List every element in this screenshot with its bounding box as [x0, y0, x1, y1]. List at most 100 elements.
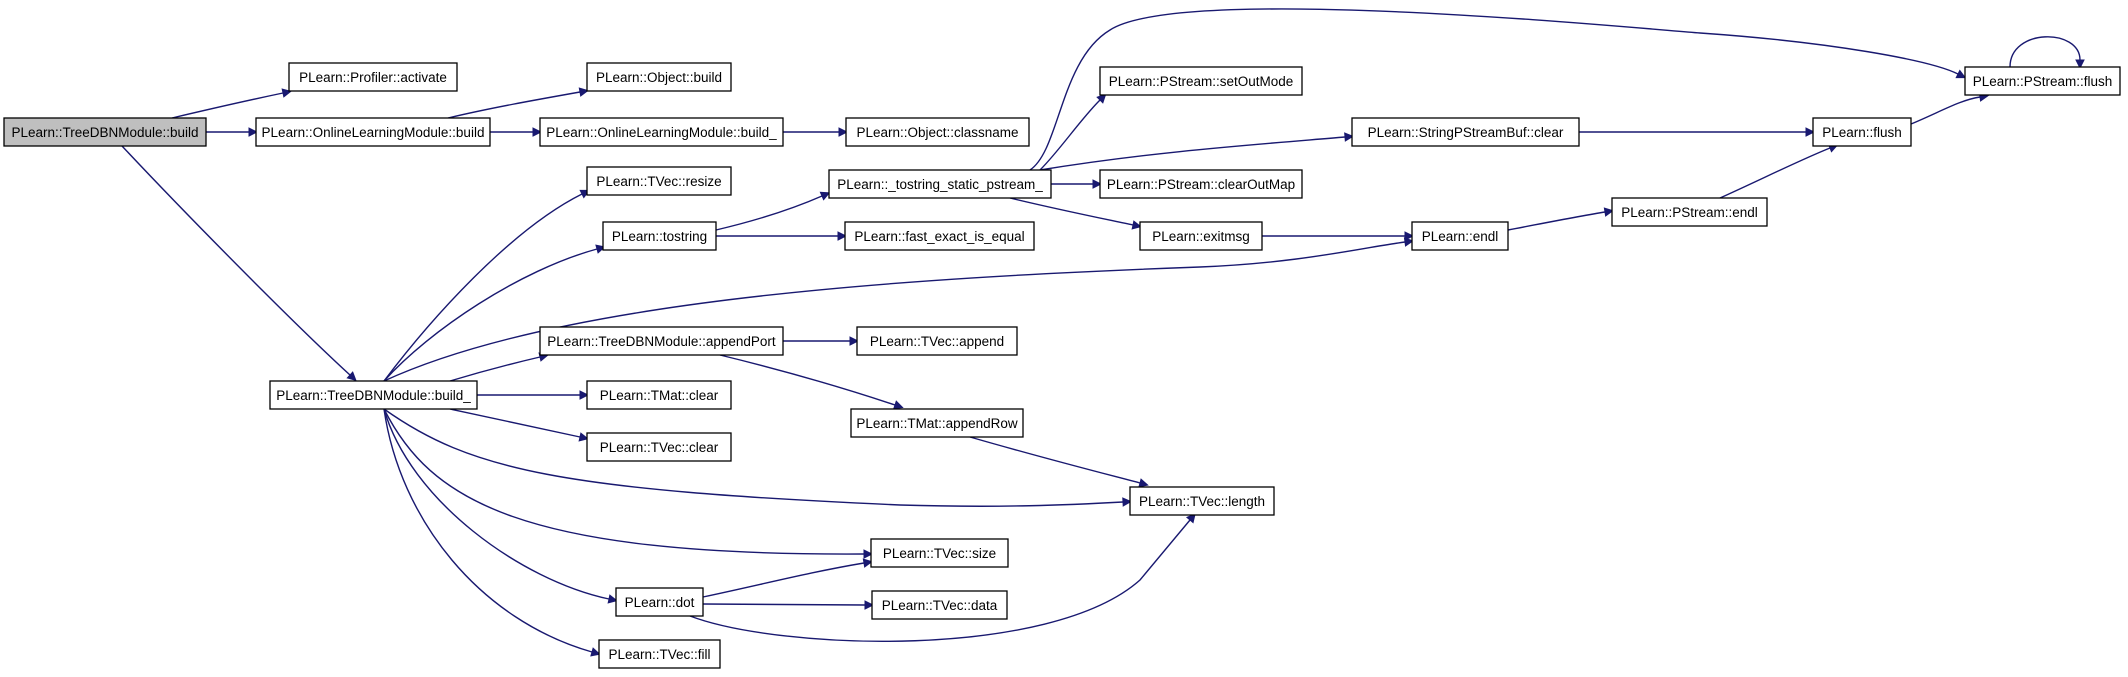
edge-root-to-olm_build [206, 127, 259, 137]
arrowhead-icon [607, 594, 618, 604]
edge-build_-to-length [383, 408, 1133, 507]
edge-dot-to-data [702, 600, 875, 610]
node-activate[interactable]: PLearn::Profiler::activate [288, 62, 458, 92]
node-box [844, 221, 1035, 251]
arrowhead-icon [2075, 59, 2085, 70]
node-tvec-clear[interactable]: PLearn::TVec::clear [586, 432, 732, 462]
arrowhead-icon [862, 558, 873, 568]
edge-endl-to-ps_endl [1507, 207, 1615, 231]
arrowhead-icon [1096, 93, 1107, 104]
node-label: PLearn::PStream::clearOutMap [1107, 177, 1295, 192]
edge-spsb_clear-to-flush [1579, 127, 1816, 137]
node-label: PLearn::flush [1822, 125, 1902, 140]
node-endl[interactable]: PLearn::endl [1411, 221, 1509, 251]
node-clearoutmap[interactable]: PLearn::PStream::clearOutMap [1099, 169, 1303, 199]
edge-line [383, 408, 593, 653]
node-box [586, 166, 732, 196]
node-label: PLearn::_tostring_static_pstream_ [837, 177, 1043, 192]
node-box [1099, 169, 1303, 199]
node-box [850, 408, 1024, 438]
edge-ps_flush-to-ps_flush [2009, 36, 2085, 70]
node-box [870, 538, 1009, 568]
edge-line [1029, 8, 1959, 171]
arrowhead-icon [1138, 478, 1149, 488]
edges-layer [121, 8, 2085, 657]
edge-tostring_static-to-exitmsg [1009, 197, 1142, 230]
node-size[interactable]: PLearn::TVec::size [870, 538, 1009, 568]
node-box [586, 62, 732, 92]
edge-line [1009, 197, 1134, 226]
node-appendrow[interactable]: PLearn::TMat::appendRow [850, 408, 1024, 438]
edge-olm_build-to-obj_build [447, 87, 589, 119]
edge-line [383, 241, 1406, 382]
node-label: PLearn::Object::classname [856, 125, 1018, 140]
arrowhead-icon [578, 87, 589, 97]
node-exitmsg[interactable]: PLearn::exitmsg [1139, 221, 1263, 251]
node-resize[interactable]: PLearn::TVec::resize [586, 166, 732, 196]
node-label: PLearn::TVec::clear [600, 440, 719, 455]
node-box [1411, 221, 1509, 251]
node-setoutmode[interactable]: PLearn::PStream::setOutMode [1099, 66, 1303, 96]
edge-build_-to-tvec_clear [449, 408, 589, 442]
node-data[interactable]: PLearn::TVec::data [871, 590, 1008, 620]
node-fill[interactable]: PLearn::TVec::fill [598, 639, 721, 669]
node-spsb-clear[interactable]: PLearn::StringPStreamBuf::clear [1351, 117, 1580, 147]
arrowhead-icon [863, 549, 874, 559]
node-label: PLearn::StringPStreamBuf::clear [1368, 125, 1564, 140]
node-label: PLearn::TVec::fill [608, 647, 710, 662]
node-box [856, 326, 1018, 356]
node-box [586, 432, 732, 462]
node-label: PLearn::fast_exact_is_equal [854, 229, 1024, 244]
arrowhead-icon [346, 371, 357, 382]
node-box [3, 117, 207, 147]
node-label: PLearn::TVec::length [1139, 494, 1265, 509]
edge-line [702, 603, 866, 606]
node-tostring[interactable]: PLearn::tostring [602, 221, 717, 251]
node-box [1964, 66, 2121, 96]
edge-root-to-build_ [121, 145, 357, 382]
node-box [845, 117, 1030, 147]
node-fast-exact[interactable]: PLearn::fast_exact_is_equal [844, 221, 1035, 251]
node-label: PLearn::TreeDBNModule::build_ [276, 388, 471, 403]
node-tmat-clear[interactable]: PLearn::TMat::clear [586, 380, 732, 410]
node-build-[interactable]: PLearn::TreeDBNModule::build_ [269, 380, 478, 410]
node-appendport[interactable]: PLearn::TreeDBNModule::appendPort [539, 326, 784, 356]
arrowhead-icon [248, 127, 259, 137]
arrowhead-icon [1805, 127, 1816, 137]
node-append[interactable]: PLearn::TVec::append [856, 326, 1018, 356]
edge-tostring_static-to-clearoutmap [1051, 179, 1103, 189]
node-classname[interactable]: PLearn::Object::classname [845, 117, 1030, 147]
node-box [1129, 486, 1275, 516]
edge-tostring_static-to-ps_flush [1029, 8, 1967, 171]
node-label: PLearn::OnlineLearningModule::build_ [546, 125, 777, 140]
node-label: PLearn::Object::build [596, 70, 722, 85]
edge-line [383, 408, 610, 600]
arrowhead-icon [1603, 207, 1615, 217]
node-tostring-static[interactable]: PLearn::_tostring_static_pstream_ [828, 169, 1052, 199]
node-label: PLearn::TMat::appendRow [856, 416, 1018, 431]
arrowhead-icon [590, 647, 601, 657]
node-box [1099, 66, 1303, 96]
node-ps-endl[interactable]: PLearn::PStream::endl [1611, 197, 1768, 227]
node-obj-build[interactable]: PLearn::Object::build [586, 62, 732, 92]
node-label: PLearn::endl [1422, 229, 1499, 244]
edge-line [1910, 96, 1981, 125]
edge-line [449, 356, 541, 382]
node-label: PLearn::PStream::endl [1621, 205, 1758, 220]
arrowhead-icon [819, 191, 831, 201]
node-label: PLearn::OnlineLearningModule::build [262, 125, 485, 140]
node-olm-build-[interactable]: PLearn::OnlineLearningModule::build_ [539, 117, 784, 147]
node-label: PLearn::Profiler::activate [299, 70, 447, 85]
node-root[interactable]: PLearn::TreeDBNModule::build [3, 117, 207, 147]
arrowhead-icon [838, 127, 849, 137]
node-ps-flush[interactable]: PLearn::PStream::flush [1964, 66, 2121, 96]
node-olm-build[interactable]: PLearn::OnlineLearningModule::build [255, 117, 491, 147]
arrowhead-icon [579, 390, 590, 400]
node-length[interactable]: PLearn::TVec::length [1129, 486, 1275, 516]
node-flush[interactable]: PLearn::flush [1812, 117, 1912, 147]
node-box [1611, 197, 1768, 227]
edge-line [383, 248, 598, 382]
node-box [1812, 117, 1912, 147]
node-dot[interactable]: PLearn::dot [615, 587, 704, 617]
